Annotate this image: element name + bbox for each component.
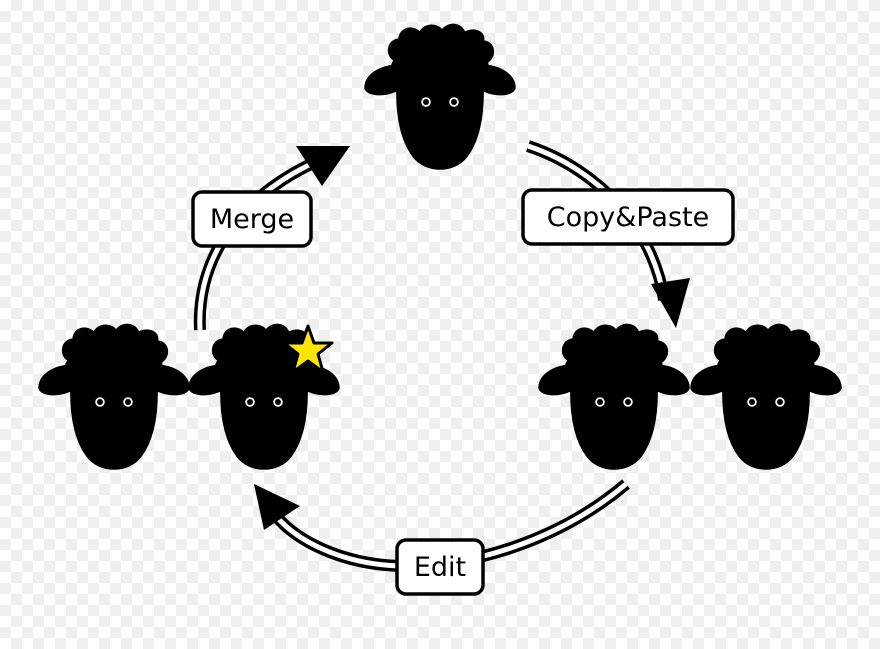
merge-label: Merge [191,190,313,248]
sheep-icon [690,323,842,470]
edit-label-text: Edit [414,552,466,583]
sheep-icon [538,323,690,470]
sheep-icon [38,323,190,470]
copy-paste-label: Copy&Paste [521,188,735,246]
sheep-icon [364,23,516,170]
merge-label-text: Merge [210,204,294,235]
star-icon [282,324,334,374]
edit-arrowhead [254,484,300,530]
merge-arrowhead [296,146,350,186]
copy-paste-arrowhead [651,278,690,328]
copy-paste-label-text: Copy&Paste [547,202,709,233]
edit-label: Edit [395,538,485,596]
